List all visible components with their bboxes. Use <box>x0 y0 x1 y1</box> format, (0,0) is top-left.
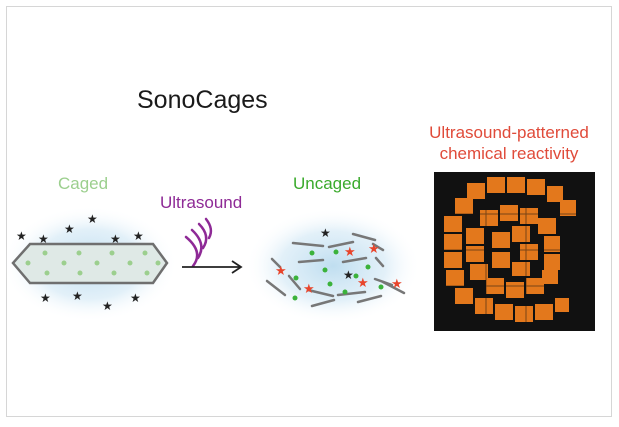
patterned-reactivity-label-line2: chemical reactivity <box>439 144 579 163</box>
figure-title: SonoCages <box>137 86 268 114</box>
uncaged-payload-dots <box>292 249 384 301</box>
svg-text:★: ★ <box>40 291 51 305</box>
svg-text:★: ★ <box>87 212 98 226</box>
uncaged-label: Uncaged <box>293 174 362 193</box>
svg-text:★: ★ <box>344 245 356 260</box>
arrow-right-icon <box>182 260 243 274</box>
caged-label: Caged <box>58 174 109 193</box>
uncaged-glow <box>245 208 421 324</box>
ultrasound-waves-icon <box>184 217 213 268</box>
svg-text:★: ★ <box>102 299 113 313</box>
svg-text:★: ★ <box>64 222 75 236</box>
caged-payload-dots <box>25 250 161 276</box>
svg-text:★: ★ <box>133 229 144 243</box>
ultrasound-label: Ultrasound <box>160 193 243 212</box>
svg-text:★: ★ <box>357 276 369 291</box>
caged-star-icons: ★ ★ ★ ★ ★ ★ ★ ★ ★ ★ <box>16 212 144 313</box>
patterned-reactivity-image <box>434 172 595 331</box>
svg-text:★: ★ <box>343 268 354 282</box>
svg-text:★: ★ <box>38 232 49 246</box>
cage-shape <box>11 242 169 285</box>
svg-text:★: ★ <box>130 291 141 305</box>
svg-text:★: ★ <box>110 232 121 246</box>
patterned-reactivity-label-line1: Ultrasound-patterned <box>429 123 589 142</box>
svg-text:★: ★ <box>320 226 331 240</box>
svg-text:★: ★ <box>275 264 287 279</box>
reacted-star-icons: ★★★ ★★★ <box>275 242 403 297</box>
uncaged-star-icons: ★★ <box>320 226 354 282</box>
svg-text:★: ★ <box>368 242 380 257</box>
svg-text:★: ★ <box>16 229 27 243</box>
svg-text:★: ★ <box>303 282 315 297</box>
svg-text:★: ★ <box>72 289 83 303</box>
svg-text:★: ★ <box>391 277 403 292</box>
cage-fragments <box>265 232 406 308</box>
